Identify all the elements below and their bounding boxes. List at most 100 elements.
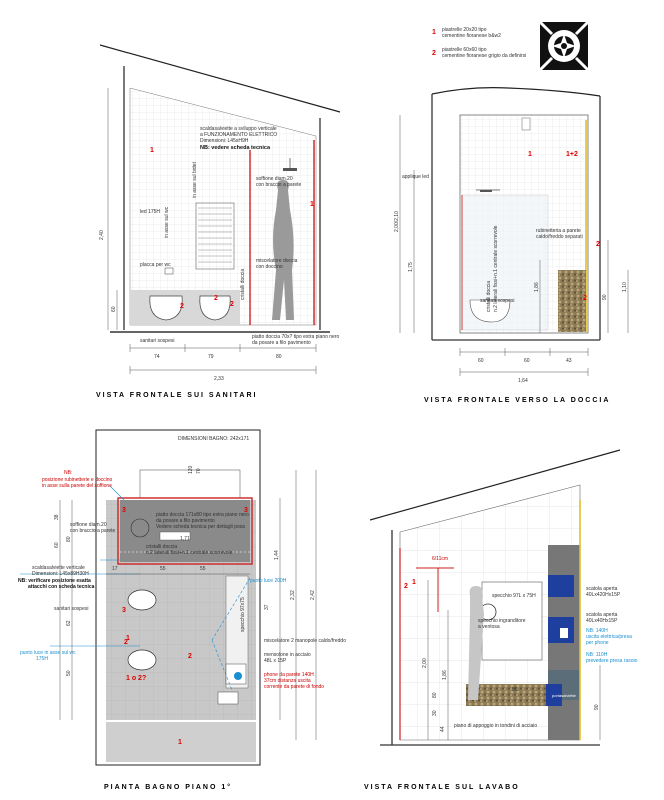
dim-90: 90 <box>602 294 608 300</box>
box1-label-1: scatola aperta <box>586 586 618 592</box>
radiator-label-2: Dimensioni: L45x89H30H <box>32 571 89 577</box>
dim-height: 2,40 <box>99 230 105 240</box>
dim-44: 44 <box>440 726 446 732</box>
mirror-label: specchio 97x75 <box>240 597 246 632</box>
legend-marker-1: 1 <box>432 29 436 36</box>
dim-60: 60 <box>111 306 117 312</box>
mirror <box>481 581 543 661</box>
dim-164: 1,64 <box>518 378 528 384</box>
tile-marker: 2 <box>404 583 408 590</box>
corridor-floor <box>106 722 256 762</box>
bath-dimensions: DIMENSIONI BAGNO: 242x171 <box>178 436 249 442</box>
tray-label-2: da posare a filo pavimento <box>156 518 215 524</box>
dim-80: 80 <box>276 354 282 360</box>
caption-doccia: VISTA FRONTALE VERSO LA DOCCIA <box>424 397 610 404</box>
taps-label-1: rubinetteria a parete <box>536 228 581 234</box>
legend-line-1a: piastrelle 20x20 tipo <box>442 27 487 33</box>
mixer-label: miscelatore 2 manopole caldo/freddo <box>264 638 346 644</box>
glass-label-1: cristalli doccia <box>146 544 177 550</box>
legend-marker-2: 2 <box>432 50 436 57</box>
dim-175: 1,75 <box>408 262 414 272</box>
light-fixture-icon <box>521 117 531 131</box>
nb-razor-1: NB: 110H <box>586 652 608 658</box>
wall-tiles <box>129 87 317 326</box>
tile-marker: 1 <box>126 635 130 642</box>
roof-line <box>99 44 341 113</box>
panel-doccia: applique led rubinetteria a parete caldo… <box>394 87 629 404</box>
tile-marker: 2 <box>124 639 128 646</box>
mirror-label: specchio 97L x 75H <box>492 593 536 599</box>
legend-line-1b: cementine fioranese b&w2 <box>442 33 501 39</box>
dim-55b: 55 <box>200 566 206 572</box>
box1-label-2: 40Lx420Hx15P <box>586 592 621 598</box>
nb-verify-2: attacchi con scheda tecnica <box>28 584 95 590</box>
electrical-run <box>211 577 251 691</box>
bidet-plan-icon <box>127 649 157 671</box>
glass-label-2: n.2 laterali fissi+n.1 centrale scorrevo… <box>493 225 499 312</box>
glass-label: cristalli doccia <box>240 269 246 300</box>
dim-171: 1,71 <box>180 536 190 542</box>
dim-186: 1,86 <box>442 670 448 680</box>
dim-233: 2,33 <box>214 376 224 382</box>
dim-90: 90 <box>594 704 600 710</box>
tile-question: 1 o 2? <box>126 675 146 682</box>
wall-hung-label: sanitari sospesi <box>480 298 514 304</box>
light-dim: 6/11cm <box>432 556 448 562</box>
tray-label-3: Vedere scheda tecnica per dettagli posa <box>156 524 245 530</box>
open-box-upper <box>548 575 574 597</box>
dim-74: 74 <box>154 354 160 360</box>
panel-sanitari: scaldasalviette a sviluppo verticale a F… <box>96 44 341 399</box>
phone-label-1: phone da parete 140H <box>264 672 314 678</box>
caption-pianta: PIANTA BAGNO PIANO 1° <box>104 783 232 791</box>
phone-outlet-icon <box>234 672 242 680</box>
roof-line <box>369 449 621 521</box>
dim-80: 80 <box>66 536 72 542</box>
shower-arm-label: con braccio a parete <box>70 528 116 534</box>
person-silhouette <box>468 586 484 700</box>
tile-marker: 2 <box>188 653 192 660</box>
wall-hung-label: sanitari sospesi <box>54 606 88 612</box>
ceiling-arc <box>431 87 601 97</box>
mixer-label-2: con doccino <box>256 264 283 270</box>
legend-line-2a: piastrelle 60x60 tipo <box>442 47 487 53</box>
tile-marker: 1+2 <box>566 151 578 158</box>
phone-label-3: corrente da parete di fondo <box>264 684 324 690</box>
applique-label: applique led <box>402 174 429 180</box>
wc-plan-icon <box>127 589 157 611</box>
dim-110: 1,10 <box>622 282 628 292</box>
light-point-wc-1: punto luce in asse sul wc <box>20 650 76 656</box>
dim-60a: 60 <box>478 358 484 364</box>
radiator-note-2: a FUNZIONAMENTO ELETTRICO <box>200 132 277 138</box>
caption-lavabo: VISTA FRONTALE SUL LAVABO <box>364 784 520 791</box>
radiator-note-1: scaldasalviette a sviluppo verticale <box>200 126 277 132</box>
shower-head-label: soffione diam.20 <box>70 522 107 528</box>
flush-plate-label: placca per wc <box>140 262 171 268</box>
dim-120: 120 <box>188 465 194 474</box>
dim-height: 2,00/2,10 <box>394 211 400 232</box>
shower-arm-label: con braccio a parete <box>256 182 302 188</box>
dim-200: 2,00 <box>422 658 428 668</box>
dim-30: 30 <box>432 710 438 716</box>
radiator-nb: NB: vedere scheda tecnica <box>200 145 271 151</box>
dim-17: 17 <box>112 566 118 572</box>
bidet-fixture <box>199 295 231 321</box>
pebble-strip <box>558 270 586 332</box>
panel-lavabo: 6/11cm specchio 97L x 75H specchio ingra… <box>364 449 638 791</box>
tray-label-2: da posare a filo pavimento <box>252 340 311 346</box>
wall-hung-label: sanitari sospesi <box>140 338 174 344</box>
tile-marker: 1 <box>150 147 154 154</box>
tile-legend: 1 piastrelle 20x20 tipo cementine fioran… <box>432 20 590 72</box>
shower-head-icon <box>130 518 150 538</box>
dim-70: 70 <box>196 468 202 474</box>
bidet-axis-label: in asse sul bidet <box>192 162 198 198</box>
nb-phone-2: uscita elettrica/presa <box>586 634 632 640</box>
dim-79: 79 <box>208 354 214 360</box>
cementine-tile-swatch <box>538 20 590 72</box>
vanity-shelf <box>466 684 548 706</box>
wc-fixture <box>149 267 183 321</box>
led-label: led 175H <box>140 209 160 215</box>
nb-razor-2: prevedere presa rasoio <box>586 658 638 664</box>
dim-37: 37 <box>264 604 270 610</box>
nb-phone-3: per phone <box>586 640 609 646</box>
